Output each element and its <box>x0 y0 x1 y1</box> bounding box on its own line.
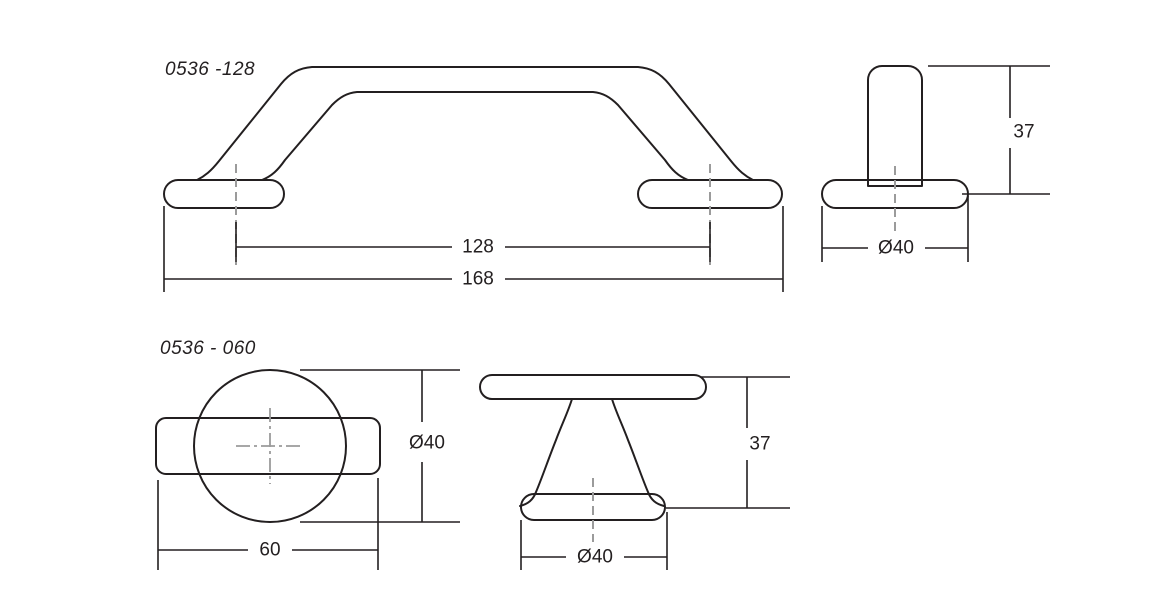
knob-top-bar <box>155 417 381 475</box>
dimension-label-d40-knob-front: Ø40 <box>572 547 618 567</box>
dimension-d40-knobtop <box>300 369 460 523</box>
handle-left-foot-pad <box>163 179 285 209</box>
knob-front-top-cap <box>479 374 707 400</box>
handle-side-base-pad <box>821 179 969 209</box>
dimension-label-d40-knob-top: Ø40 <box>404 433 450 453</box>
handle-outer-profile <box>196 66 754 181</box>
dimension-label-168: 168 <box>457 269 499 289</box>
handle-right-foot-pad <box>637 179 783 209</box>
handle-part-number-label: 0536 -128 <box>165 59 256 80</box>
dimension-label-37-knob-front: 37 <box>744 434 776 454</box>
dimension-128 <box>235 222 711 262</box>
dimension-d40-right <box>821 196 969 262</box>
dimension-label-d40-handle-side: Ø40 <box>873 238 919 258</box>
dimension-37-right <box>928 65 1050 195</box>
dimension-60 <box>157 478 379 570</box>
knob-front-left-waist <box>519 398 573 507</box>
dimension-168 <box>163 206 784 292</box>
view-handle-front-geometry <box>163 66 783 265</box>
view-knob-front-geometry <box>479 374 707 542</box>
view-knob-top-geometry <box>155 369 381 523</box>
knob-front-base-pad <box>520 493 666 521</box>
view-handle-side-geometry <box>821 65 969 232</box>
dimension-d40-knobfront <box>520 512 668 570</box>
dimension-label-128: 128 <box>457 237 499 257</box>
knob-part-number-label: 0536 - 060 <box>160 338 256 359</box>
handle-inner-profile <box>261 91 689 181</box>
handle-side-post <box>867 65 923 187</box>
dimension-37-knobfront <box>666 376 790 509</box>
knob-top-circle <box>193 369 347 523</box>
dimension-label-37-handle-side: 37 <box>1008 122 1040 142</box>
knob-front-right-waist <box>611 398 665 507</box>
dimension-label-60: 60 <box>254 540 286 560</box>
